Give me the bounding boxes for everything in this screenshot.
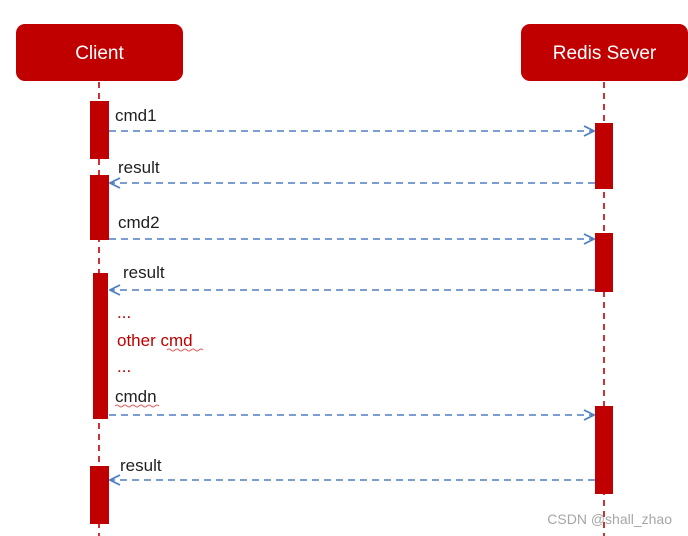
server-activation-bar	[595, 123, 613, 189]
client-activation-bar	[90, 101, 109, 159]
ellipsis-note: ...	[117, 357, 131, 376]
client-activation-bar	[90, 175, 109, 240]
message-label: result	[120, 456, 162, 475]
server-activation-bar	[595, 406, 613, 494]
message-label: cmd2	[118, 213, 160, 232]
message-label: result	[123, 263, 165, 282]
ellipsis-note: ...	[117, 303, 131, 322]
other-cmd-note: other cmd	[117, 331, 193, 350]
watermark: CSDN @shall_zhao	[547, 511, 672, 527]
server-actor-label: Redis Sever	[553, 43, 657, 64]
message-label: cmd1	[115, 106, 157, 125]
spellcheck-underline	[114, 404, 160, 408]
client-activation-bar	[90, 466, 109, 524]
client-actor: Client	[16, 24, 183, 81]
message-label: result	[118, 158, 160, 177]
server-actor: Redis Sever	[521, 24, 688, 81]
server-activation-bar	[595, 233, 613, 292]
message-label: cmdn	[115, 387, 157, 406]
client-activation-bar	[93, 273, 108, 419]
spellcheck-underline	[166, 348, 204, 352]
client-actor-label: Client	[75, 43, 124, 64]
